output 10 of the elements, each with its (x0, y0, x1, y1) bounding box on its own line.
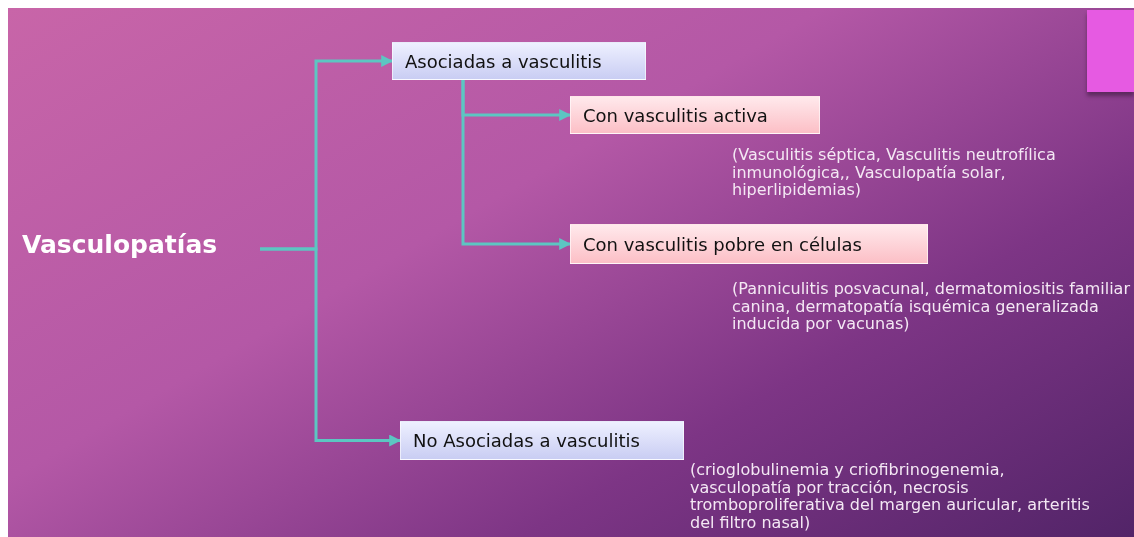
description-text: (Vasculitis séptica, Vasculitis neutrofílica inmunológica,, Vasculopatía solar, hiperlipidemias) (732, 146, 1057, 199)
subcategory-box: Con vasculitis activa (570, 96, 820, 134)
subcategory-box: Con vasculitis pobre en células (570, 224, 928, 264)
arrow (461, 80, 572, 250)
description-text: (Panniculitis posvacunal, dermatomiositis familiar canina, dermatopatía isquémica generalizada inducida por vacunas) (732, 280, 1131, 333)
description-text: (crioglobulinemia y criofibrinogenemia, vasculopatía por tracción, necrosis tromboproliferativa del margen auricular, arteritis del filtro nasal) (690, 461, 1091, 532)
category-box: No Asociadas a vasculitis (400, 421, 684, 460)
heading-text: Vasculopatías (22, 230, 222, 262)
arrow (260, 247, 402, 447)
category-box: Asociadas a vasculitis (392, 42, 646, 80)
